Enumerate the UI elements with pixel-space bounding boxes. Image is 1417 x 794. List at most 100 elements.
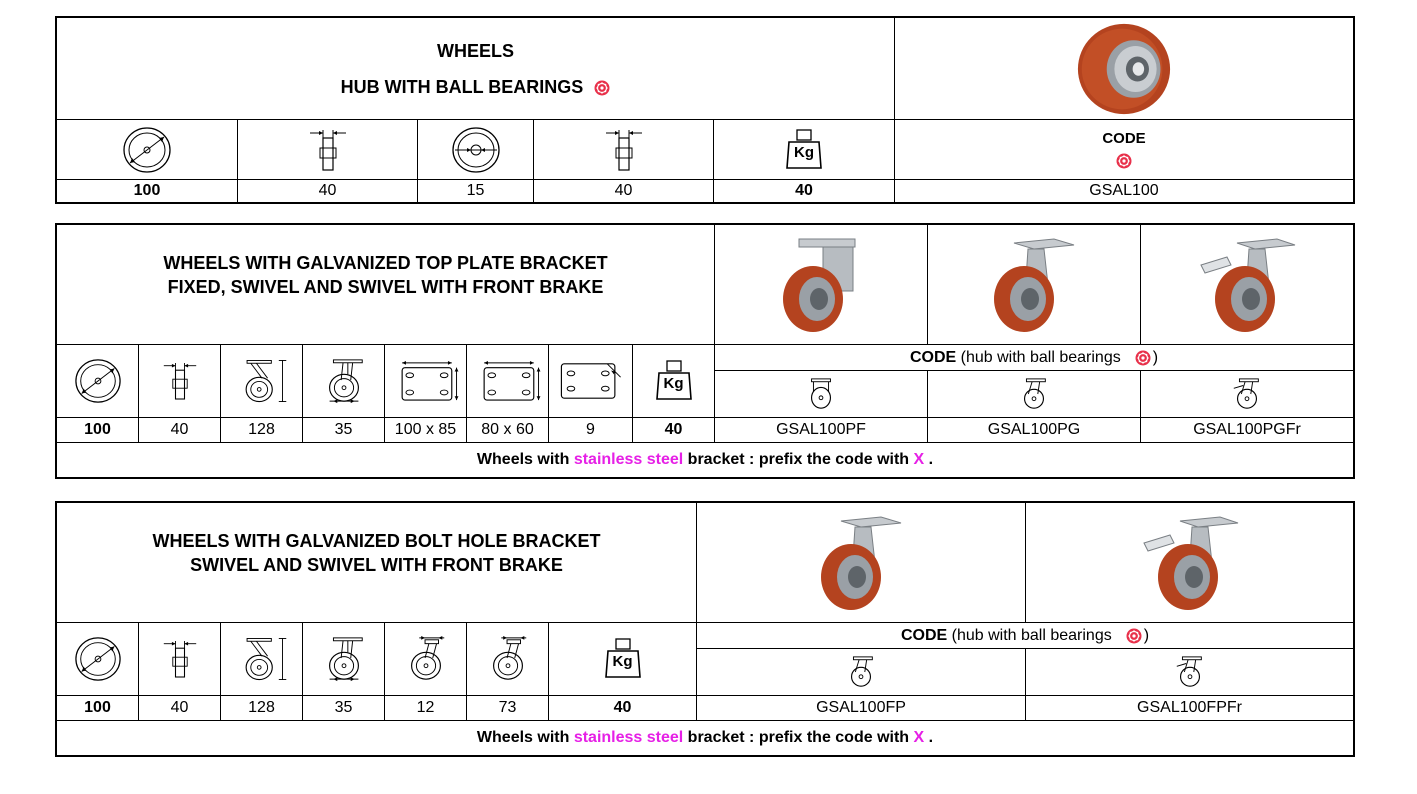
brake-caster-icon <box>1173 655 1207 689</box>
code-swivel: GSAL100FP <box>697 696 1026 721</box>
width-icon-cell <box>139 345 221 418</box>
code-swivel: GSAL100PG <box>928 418 1141 443</box>
note-highlight: stainless steel <box>573 451 684 468</box>
tread-width-icon <box>162 360 198 402</box>
diameter-icon-cell <box>57 120 238 180</box>
bore-diameter-icon <box>451 125 501 175</box>
code-note-close: ) <box>1143 626 1150 644</box>
code-note: (hub with ball bearings <box>951 626 1112 644</box>
bolt-hole-diameter-icon <box>557 360 625 402</box>
load-capacity-icon: Kg <box>603 637 643 681</box>
offset-value: 35 <box>303 696 385 721</box>
hole-spacing-icon-cell <box>467 345 549 418</box>
hole-diameter-value: 9 <box>549 418 633 443</box>
brake-caster-image <box>1182 235 1312 335</box>
note-x: X <box>913 729 925 746</box>
bolt-hole-icon-cell <box>385 623 467 696</box>
offset-icon-cell <box>303 623 385 696</box>
wheel-photo <box>895 18 1353 120</box>
load-value: 40 <box>549 696 697 721</box>
height-icon-cell <box>221 345 303 418</box>
code-header: CODE (hub with ball bearings ) <box>697 623 1353 649</box>
swivel-bolt-caster-photo <box>697 503 1026 623</box>
fixed-small-icon-cell <box>715 371 928 418</box>
load-value: 40 <box>714 180 895 202</box>
load-icon-cell: Kg <box>714 120 895 180</box>
note-middle: bracket : prefix the code with <box>683 451 914 468</box>
section3-title: WHEELS WITH GALVANIZED BOLT HOLE BRACKET… <box>57 503 697 623</box>
ball-bearing-icon <box>1135 350 1151 366</box>
fixed-caster-icon <box>804 377 838 411</box>
bolt-hole-diameter-icon <box>402 635 450 683</box>
overall-height-icon <box>234 635 290 683</box>
note-highlight: stainless steel <box>573 729 684 746</box>
swivel-small-icon-cell <box>697 649 1026 696</box>
code-label: CODE <box>1102 130 1146 147</box>
height-icon-cell <box>221 623 303 696</box>
swivel-caster-icon <box>844 655 878 689</box>
hole-spacing-icon <box>474 360 542 402</box>
wheel-diameter-icon <box>74 357 122 405</box>
brake-small-icon-cell <box>1026 649 1353 696</box>
bolt-length-value: 73 <box>467 696 549 721</box>
wheel-image <box>1076 21 1172 117</box>
plate-size-value: 100 x 85 <box>385 418 467 443</box>
ball-bearing-icon <box>1116 153 1132 169</box>
hole-diameter-icon-cell <box>549 345 633 418</box>
swivel-caster-icon <box>1017 377 1051 411</box>
swivel-offset-icon <box>320 635 368 683</box>
note-end: . <box>924 729 934 746</box>
hub-length-icon <box>604 128 644 172</box>
load-icon-cell: Kg <box>549 623 697 696</box>
fixed-caster-image <box>771 235 871 335</box>
plate-size-icon <box>392 360 460 402</box>
offset-icon-cell <box>303 345 385 418</box>
stainless-note: Wheels with stainless steel bracket : pr… <box>57 443 1353 477</box>
code-swivel-brake: GSAL100PGFr <box>1141 418 1353 443</box>
tread-width-icon <box>308 128 348 172</box>
kg-label: Kg <box>663 375 684 392</box>
code-label: CODE <box>909 348 957 366</box>
diameter-value: 100 <box>57 180 238 202</box>
section3-title-line2: SWIVEL AND SWIVEL WITH FRONT BRAKE <box>190 554 563 575</box>
bolt-hole-bracket-table: WHEELS WITH GALVANIZED BOLT HOLE BRACKET… <box>55 501 1355 757</box>
load-capacity-icon: Kg <box>654 359 694 403</box>
diameter-value: 100 <box>57 418 139 443</box>
offset-value: 35 <box>303 418 385 443</box>
width-value: 40 <box>139 418 221 443</box>
load-icon-cell: Kg <box>633 345 715 418</box>
ball-bearing-icon <box>1126 628 1142 644</box>
ball-bearing-icon <box>594 80 610 96</box>
note-prefix: Wheels with <box>476 451 574 468</box>
code-label: CODE <box>900 626 948 644</box>
brake-caster-photo <box>1141 225 1353 345</box>
wheel-diameter-icon <box>74 635 122 683</box>
wheels-hub-ball-bearings-table: WHEELS HUB WITH BALL BEARINGS Kg CODE 10… <box>55 16 1355 204</box>
top-plate-bracket-table: WHEELS WITH GALVANIZED TOP PLATE BRACKET… <box>55 223 1355 479</box>
plate-size-icon-cell <box>385 345 467 418</box>
load-value: 40 <box>633 418 715 443</box>
tread-width-icon <box>162 638 198 680</box>
section2-title: WHEELS WITH GALVANIZED TOP PLATE BRACKET… <box>57 225 715 345</box>
swivel-offset-icon <box>320 357 368 405</box>
swivel-bolt-caster-image <box>811 513 911 613</box>
hub-length-icon-cell <box>534 120 714 180</box>
section1-title-line2: HUB WITH BALL BEARINGS <box>340 76 584 97</box>
section1-title-line1: WHEELS <box>436 40 514 61</box>
code-header: CODE <box>895 120 1353 180</box>
section1-title: WHEELS HUB WITH BALL BEARINGS <box>57 18 895 120</box>
bolt-length-icon-cell <box>467 623 549 696</box>
note-middle: bracket : prefix the code with <box>683 729 914 746</box>
code-note: (hub with ball bearings <box>960 348 1121 366</box>
swivel-small-icon-cell <box>928 371 1141 418</box>
brake-caster-icon <box>1230 377 1264 411</box>
section2-title-line2: FIXED, SWIVEL AND SWIVEL WITH FRONT BRAK… <box>167 276 604 297</box>
brake-bolt-caster-image <box>1125 513 1255 613</box>
diameter-value: 100 <box>57 696 139 721</box>
bore-value: 15 <box>418 180 534 202</box>
swivel-caster-photo <box>928 225 1141 345</box>
code-value: GSAL100 <box>1089 182 1159 199</box>
note-x: X <box>913 451 925 468</box>
diameter-icon-cell <box>57 623 139 696</box>
width-value: 40 <box>238 180 418 202</box>
